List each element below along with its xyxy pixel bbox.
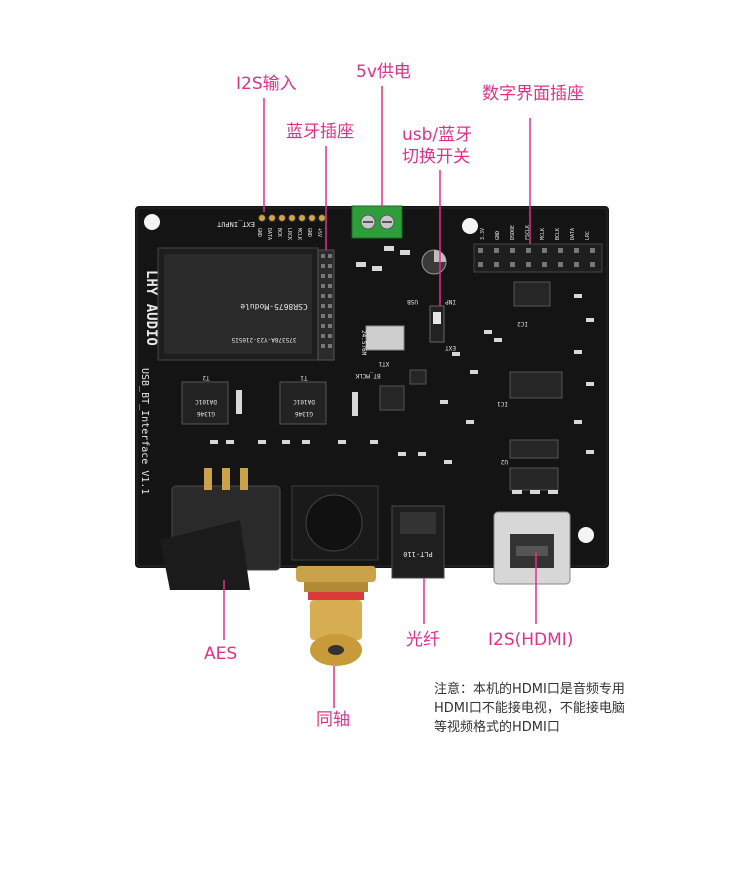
bt-mclk-label: BT_MCLK — [355, 372, 381, 379]
power-terminal — [351, 205, 403, 239]
u2-label: U2 — [500, 458, 508, 465]
ext-pin-label: LRCK — [286, 228, 292, 240]
digital-interface-header — [473, 243, 603, 273]
smd-components — [210, 246, 594, 494]
digital-pin-label: BCLK — [555, 228, 561, 240]
label-i2s-input: I2S输入 — [236, 74, 297, 94]
t1-label: T1 — [300, 374, 308, 381]
optical-part-label: PLT-110 — [403, 550, 433, 558]
ic1-label: IC1 — [497, 400, 508, 407]
label-i2s-hdmi: I2S(HDMI) — [488, 630, 574, 650]
crystal: 24.576M XT1 BT_MCLK — [355, 325, 405, 379]
ic2-label: IC2 — [517, 320, 528, 327]
capacitor — [421, 249, 447, 275]
optical-connector: PLT-110 — [391, 505, 445, 579]
module-name: CSR8675-Module — [240, 302, 308, 311]
ext-pin-label: GND — [256, 228, 262, 237]
ext-pin-label: +5V — [316, 228, 322, 237]
switch-ext-label: EXT — [445, 344, 456, 351]
label-coax: 同轴 — [316, 710, 350, 730]
ext-pin-label: GND — [306, 228, 312, 237]
hdmi-warning-note: 注意：本机的HDMI口是音频专用 HDMI口不能接电视，不能接电脑 等视频格式的… — [434, 680, 684, 737]
i2s-input-header: EXT_INPUT — [216, 214, 326, 228]
ext-pin-label: BCK — [276, 228, 282, 237]
bluetooth-module: CSR8675-Module 375378A-Y23-2105I5 — [157, 247, 335, 361]
digital-pin-label: MCLK — [540, 228, 546, 240]
xt-label: XT1 — [378, 360, 389, 367]
board-brand: LHY AUDIO — [143, 270, 159, 346]
digital-pin-label: FSCLK — [525, 225, 531, 240]
digital-pin-label: GND — [495, 231, 501, 240]
callout-lines — [223, 86, 537, 708]
coax-rca-connector — [291, 485, 379, 666]
label-usb-bt-switch-line1: usb/蓝牙 切换开关 — [402, 125, 473, 167]
note-line-1: 注意：本机的HDMI口是音频专用 — [434, 682, 625, 697]
switch-inp-label: INP — [445, 298, 456, 305]
transformer-t2: DA101C G1346 T2 — [181, 374, 229, 425]
note-line-3: 等视频格式的HDMI口 — [434, 720, 560, 735]
label-usb-bt-switch: usb/蓝牙 切换开关 — [402, 124, 492, 168]
digital-pin-label: DATA — [570, 228, 576, 240]
label-aes: AES — [204, 644, 238, 664]
label-5v-power: 5v供电 — [356, 62, 411, 82]
digital-pin-label: DSDOE — [510, 225, 516, 240]
t1-g1346: G1346 — [295, 410, 313, 417]
module-code: 375378A-Y23-2105I5 — [231, 336, 296, 343]
t1-da101c: DA101C — [293, 398, 315, 405]
note-line-2: HDMI口不能接电视，不能接电脑 — [434, 701, 625, 716]
integrated-circuits — [379, 281, 563, 491]
board-name: USB_BT_Interface V1.1 — [139, 368, 150, 494]
label-digital-socket: 数字界面插座 — [482, 84, 584, 104]
label-optical: 光纤 — [406, 630, 440, 650]
ext-pin-label: DATA — [266, 228, 272, 240]
label-bluetooth-socket: 蓝牙插座 — [286, 122, 354, 142]
digital-pin-label: LRC — [585, 231, 591, 240]
t2-da101c: DA101C — [195, 398, 217, 405]
ext-input-label: EXT_INPUT — [216, 220, 255, 228]
digital-pin-label: 3.3V — [480, 228, 486, 240]
switch-usb-label: USB — [407, 298, 418, 305]
t2-label: T2 — [202, 374, 210, 381]
xtal-label: 24.576M — [360, 330, 367, 356]
usb-bt-switch: USB INP EXT — [407, 298, 456, 351]
transformer-t1: DA101C G1346 T1 — [279, 374, 327, 425]
t2-g1346: G1346 — [197, 410, 215, 417]
hdmi-connector — [493, 511, 571, 585]
ext-pin-label: MCLK — [296, 228, 302, 240]
aes-xlr-connector — [160, 468, 281, 590]
